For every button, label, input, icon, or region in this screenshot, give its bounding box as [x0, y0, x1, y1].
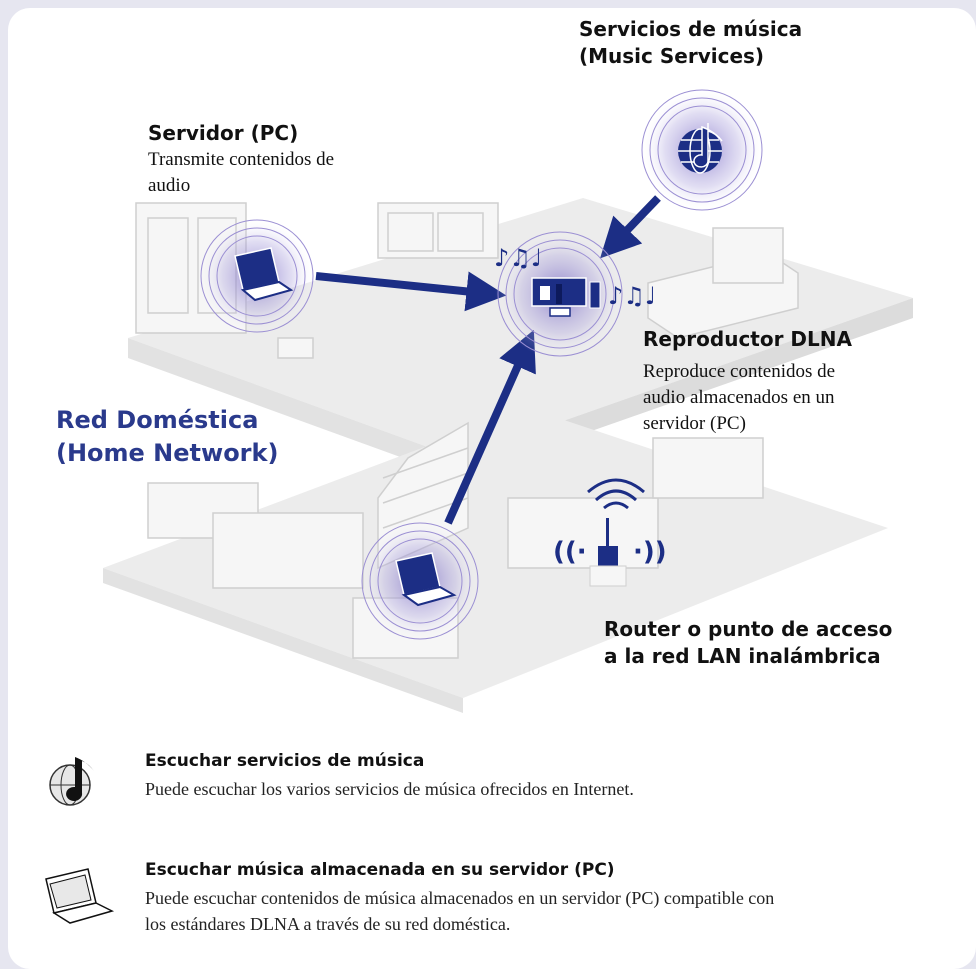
client-laptop-icon [395, 552, 457, 607]
server-desc-line2: audio [148, 175, 191, 196]
legend-globe-music-note-icon [49, 753, 94, 806]
dlna-player-title: Reproductor DLNA [643, 327, 852, 351]
router-label-line2: a la red LAN inalámbrica [604, 644, 881, 668]
legend-item-music-services-desc: Puede escuchar los varios servicios de m… [145, 779, 634, 799]
home-network-label: Red Doméstica (Home Network) [56, 404, 278, 470]
music-services-label-line1: Servicios de música [579, 17, 803, 41]
flow-arrows [315, 195, 661, 525]
server-laptop-icon [234, 247, 294, 302]
router-label-line1: Router o punto de acceso [604, 617, 893, 641]
server-title: Servidor (PC) [148, 121, 299, 145]
svg-text:((·: ((· [553, 537, 587, 567]
home-network-line2: (Home Network) [56, 439, 279, 467]
legend-item-server-music-desc-line2: los estándares DLNA a través de su red d… [145, 914, 511, 934]
svg-text:♪♫♩: ♪♫♩ [494, 244, 542, 272]
music-services-globe-icon [678, 123, 723, 174]
dlna-player-icon [531, 277, 601, 317]
svg-text:·)): ·)) [633, 537, 667, 567]
router-label: Router o punto de acceso a la red LAN in… [604, 616, 892, 670]
server-desc-line1: Transmite contenidos de [148, 149, 335, 170]
upper-furniture [135, 202, 799, 359]
music-services-label-line2: (Music Services) [579, 44, 765, 68]
arrow-music-to-player [600, 195, 661, 259]
home-network-line1: Red Doméstica [56, 406, 259, 434]
illustration-card: ♪♫♩ ♪♫♩ ((· ·)) Servicios de música (Musi… [8, 8, 976, 969]
arrow-laptop-to-player [444, 329, 536, 525]
dlna-player-desc-line1: Reproduce contenidos de [643, 361, 836, 382]
server-label: Servidor (PC) Transmite contenidos de au… [148, 120, 334, 199]
router-icon: ((· ·)) [553, 478, 667, 587]
music-services-label: Servicios de música (Music Services) [579, 16, 802, 70]
svg-text:♪♫♩: ♪♫♩ [608, 282, 656, 310]
arrow-server-to-player [315, 271, 507, 312]
music-notes-icon: ♪♫♩ ♪♫♩ [494, 244, 656, 310]
home-network-scene: ♪♫♩ ♪♫♩ ((· ·)) [45, 88, 913, 924]
legend-item-server-music-title: Escuchar música almacenada en su servido… [145, 860, 615, 880]
legend-item-server-music-desc-line1: Puede escuchar contenidos de música alma… [145, 888, 775, 908]
dlna-player-desc-line3: servidor (PC) [643, 413, 746, 434]
legend-laptop-icon [45, 868, 115, 924]
dlna-player-label: Reproductor DLNA Reproduce contenidos de… [643, 326, 852, 437]
dlna-player-desc-line2: audio almacenados en un [643, 387, 835, 408]
legend-item-music-services-title: Escuchar servicios de música [145, 751, 425, 771]
